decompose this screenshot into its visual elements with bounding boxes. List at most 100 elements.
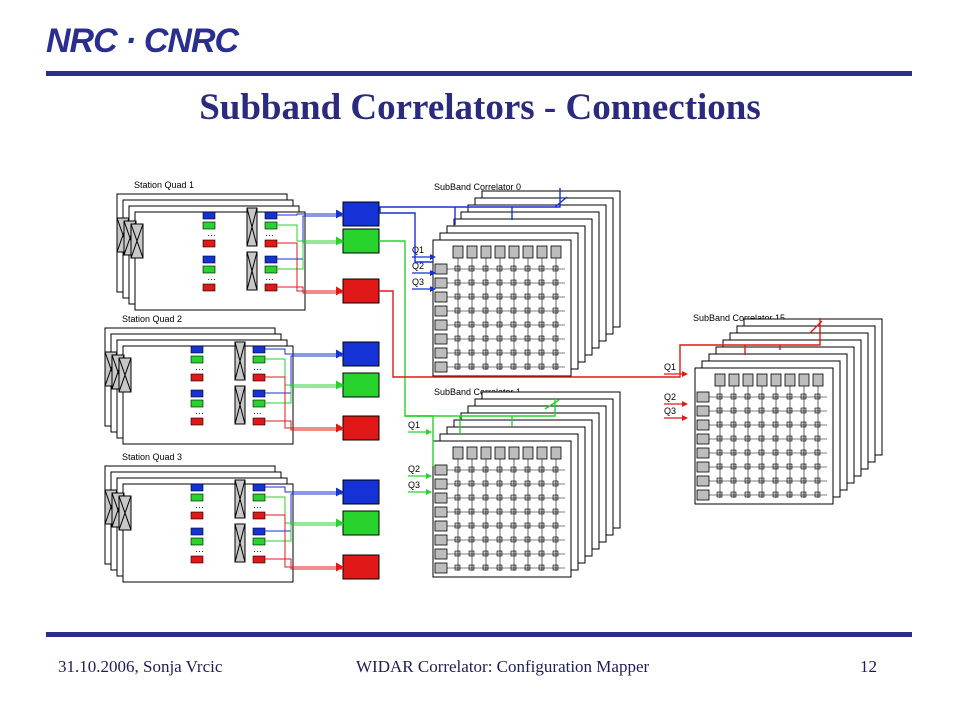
arrowhead: [682, 415, 688, 421]
cross-cell: [786, 477, 793, 484]
cross-cell: [552, 363, 559, 370]
cross-cell: [468, 265, 475, 272]
row-module: [434, 478, 448, 490]
arrowhead: [335, 209, 345, 219]
cross-cell: [454, 550, 461, 557]
station-chip: [252, 527, 266, 536]
quad-to-box-wire: [277, 224, 343, 242]
station-chip: [190, 345, 204, 354]
switch-module-cross: [246, 207, 258, 247]
quad-to-box-wire: [277, 242, 343, 292]
cross-cell: [468, 335, 475, 342]
cross-cell: [814, 393, 821, 400]
station-chip: [264, 255, 278, 264]
cross-cell: [482, 293, 489, 300]
cross-cell: [716, 393, 723, 400]
cross-cell: [454, 349, 461, 356]
row-module: [696, 391, 710, 403]
ellipsis: …: [253, 362, 262, 372]
cross-cell: [468, 307, 475, 314]
cross-cell: [814, 491, 821, 498]
green-bus: [405, 398, 560, 434]
cross-cell: [772, 407, 779, 414]
arrowhead: [335, 487, 345, 497]
slide-title: Subband Correlators - Connections: [199, 87, 761, 128]
cross-cell: [454, 293, 461, 300]
output-box-green: [342, 228, 380, 254]
cross-cell: [716, 407, 723, 414]
cross-cell: [814, 477, 821, 484]
arrowhead: [430, 254, 436, 260]
cross-cell: [552, 349, 559, 356]
station-quads-group: Station Quad 1…………Station Quad 2…………Stat…: [104, 180, 306, 583]
subband-correlator-1: SubBand Correlator 1: [432, 387, 621, 578]
cross-cell: [468, 349, 475, 356]
input-label-q2: Q2: [412, 261, 424, 271]
cross-cell: [800, 393, 807, 400]
footer-rule: [46, 632, 912, 637]
cross-cell: [744, 407, 751, 414]
output-box-green: [342, 372, 380, 398]
cross-cell: [496, 508, 503, 515]
cross-cell: [510, 536, 517, 543]
column-module: [714, 373, 726, 387]
cross-cell: [552, 293, 559, 300]
cross-cell: [538, 522, 545, 529]
column-module: [770, 373, 782, 387]
cross-cell: [800, 491, 807, 498]
cross-cell: [814, 449, 821, 456]
cross-cell: [758, 421, 765, 428]
cross-cell: [482, 265, 489, 272]
cross-cell: [468, 321, 475, 328]
station-chip: [190, 555, 204, 564]
cross-cell: [552, 508, 559, 515]
row-module: [434, 319, 448, 331]
cross-cell: [482, 321, 489, 328]
column-module: [508, 245, 520, 259]
blue-bus: [379, 188, 568, 225]
cross-cell: [786, 491, 793, 498]
output-box-green: [342, 510, 380, 536]
switch-module-cross: [234, 385, 246, 425]
cross-cell: [510, 363, 517, 370]
cross-cell: [454, 335, 461, 342]
ellipsis: …: [253, 544, 262, 554]
footer-date-author: 31.10.2006, Sonja Vrcic: [58, 657, 223, 676]
row-module: [434, 506, 448, 518]
station-quad-label: Station Quad 1: [134, 180, 194, 190]
cross-cell: [814, 463, 821, 470]
cross-cell: [814, 421, 821, 428]
cross-cell: [524, 536, 531, 543]
cross-cell: [510, 335, 517, 342]
cross-cell: [482, 307, 489, 314]
quad-to-box-wire: [265, 358, 343, 386]
cross-cell: [744, 435, 751, 442]
row-module: [434, 333, 448, 345]
column-module: [784, 373, 796, 387]
cross-cell: [482, 508, 489, 515]
cross-cell: [482, 363, 489, 370]
correlator-label: SubBand Correlator 0: [434, 182, 521, 192]
cross-cell: [496, 349, 503, 356]
cross-cell: [744, 421, 751, 428]
cross-cell: [758, 407, 765, 414]
cross-cell: [552, 564, 559, 571]
arrowhead: [426, 473, 432, 479]
arrowhead: [335, 380, 345, 390]
input-label-q1: Q1: [412, 245, 424, 255]
quad-to-box-wire: [265, 420, 343, 431]
cross-cell: [468, 466, 475, 473]
cross-cell: [524, 480, 531, 487]
arrowhead: [426, 429, 432, 435]
cross-cell: [716, 491, 723, 498]
station-chip: [190, 417, 204, 426]
cross-cell: [496, 265, 503, 272]
cross-cell: [814, 435, 821, 442]
cross-cell: [482, 335, 489, 342]
cross-cell: [730, 477, 737, 484]
cross-cell: [744, 463, 751, 470]
cross-cell: [552, 480, 559, 487]
cross-cell: [552, 536, 559, 543]
cross-cell: [510, 466, 517, 473]
